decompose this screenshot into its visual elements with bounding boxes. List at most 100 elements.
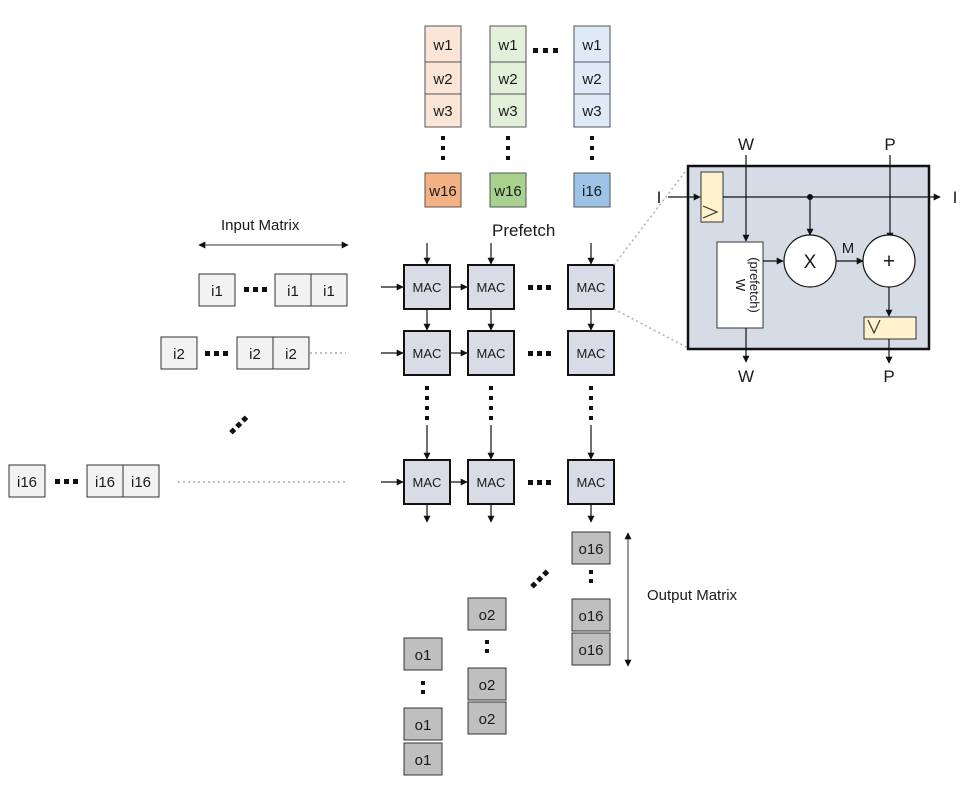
input-cell — [274, 273, 312, 307]
input-row-1: i1 i1 i1 — [198, 273, 348, 307]
clock-icon — [867, 319, 881, 335]
input-label: i16 — [131, 474, 151, 491]
input-label: i1 — [287, 283, 299, 300]
mac-label: MAC — [577, 346, 606, 361]
clock-icon — [702, 205, 719, 219]
horizontal-ellipsis — [528, 285, 551, 290]
horizontal-ellipsis — [205, 351, 228, 356]
output-column-2: o2 o2 o2 — [467, 597, 507, 735]
weight-label: i16 — [582, 183, 602, 200]
output-cell — [571, 598, 611, 632]
output-label: o2 — [479, 711, 496, 728]
mac-label: MAC — [413, 280, 442, 295]
horizontal-ellipsis — [244, 287, 267, 292]
vertical-ellipsis — [485, 640, 489, 653]
output-cell — [467, 701, 507, 735]
mac-array: MAC MAC MAC MAC MAC — [381, 243, 615, 523]
input-matrix-label: Input Matrix — [221, 217, 300, 234]
weight-cell — [573, 172, 611, 208]
mac-unit: MAC — [467, 330, 515, 376]
mac-label: MAC — [477, 475, 506, 490]
output-cell — [571, 531, 611, 565]
weight-cell — [573, 93, 611, 128]
weight-prefetch-label: W (prefetch) — [733, 257, 762, 313]
vertical-ellipsis — [441, 136, 445, 160]
weight-label: w3 — [497, 103, 517, 120]
output-cell — [467, 667, 507, 701]
output-label: o2 — [479, 677, 496, 694]
input-label: i16 — [95, 474, 115, 491]
input-cell — [160, 336, 198, 370]
diagonal-ellipsis-outputs — [530, 569, 550, 589]
adder-symbol: + — [883, 250, 895, 273]
p-in-label: P — [884, 135, 895, 154]
weight-column-2: w1 w2 w3 w16 — [489, 25, 527, 208]
output-label: o1 — [415, 752, 432, 769]
input-label: i2 — [249, 346, 261, 363]
mac-label: MAC — [477, 280, 506, 295]
mac-unit: MAC — [403, 459, 451, 505]
m-label: M — [842, 240, 855, 257]
mac-label: MAC — [577, 475, 606, 490]
output-cell — [403, 742, 443, 776]
weight-cell — [424, 25, 462, 63]
output-cell — [571, 632, 611, 666]
weight-column-1: w1 w2 w3 w16 — [424, 25, 462, 208]
mac-unit: MAC — [567, 330, 615, 376]
weight-cell — [424, 61, 462, 95]
input-cell — [122, 464, 160, 498]
input-cell — [8, 464, 46, 498]
mac-label: MAC — [413, 346, 442, 361]
weight-column-3: w1 w2 w3 i16 — [573, 25, 611, 208]
weight-prefetch-register — [716, 241, 764, 329]
wreg-label-1: W — [733, 279, 748, 292]
vertical-ellipsis — [421, 681, 425, 694]
mac-unit: MAC — [567, 264, 615, 310]
weight-label: w16 — [493, 183, 522, 200]
output-matrix-label: Output Matrix — [647, 587, 738, 604]
weight-label: w1 — [581, 37, 601, 54]
horizontal-ellipsis — [528, 351, 551, 356]
output-label: o16 — [578, 642, 603, 659]
weight-label: w1 — [432, 37, 452, 54]
mac-unit: MAC — [467, 264, 515, 310]
weight-cell — [489, 61, 527, 95]
weight-cell — [424, 93, 462, 128]
weight-cell — [489, 172, 527, 208]
diagonal-ellipsis-inputs — [229, 415, 249, 435]
weight-label: w3 — [581, 103, 601, 120]
weight-cell — [573, 61, 611, 95]
mac-unit: MAC — [403, 264, 451, 310]
weight-label: w2 — [432, 71, 452, 88]
weight-cell — [489, 93, 527, 128]
horizontal-ellipsis — [528, 480, 551, 485]
output-cell — [403, 637, 443, 671]
vertical-ellipsis — [590, 136, 594, 160]
weight-label: w3 — [432, 103, 452, 120]
mac-label: MAC — [477, 346, 506, 361]
horizontal-ellipsis — [55, 479, 78, 484]
input-cell — [198, 273, 236, 307]
zoom-line — [613, 167, 689, 266]
output-cell — [467, 597, 507, 631]
input-row-16: i16 i16 i16 — [8, 464, 346, 498]
w-out-label: W — [738, 367, 754, 386]
input-cell — [272, 336, 310, 370]
p-out-label: P — [883, 367, 894, 386]
output-cell — [403, 707, 443, 741]
horizontal-ellipsis-weights — [533, 48, 558, 53]
output-label: o2 — [479, 607, 496, 624]
weight-label: w1 — [497, 37, 517, 54]
multiplier-symbol: X — [804, 252, 817, 273]
i-out-label: I — [953, 188, 958, 207]
output-column-3: o16 o16 o16 — [571, 531, 611, 666]
weight-label: w16 — [428, 183, 457, 200]
weight-label: w2 — [581, 71, 601, 88]
input-row-2: i2 i2 i2 — [160, 336, 346, 370]
output-column-1: o1 o1 o1 — [403, 637, 443, 776]
output-label: o16 — [578, 608, 603, 625]
vertical-ellipsis — [506, 136, 510, 160]
output-label: o1 — [415, 647, 432, 664]
w-in-label: W — [738, 135, 754, 154]
mac-unit: MAC — [403, 330, 451, 376]
